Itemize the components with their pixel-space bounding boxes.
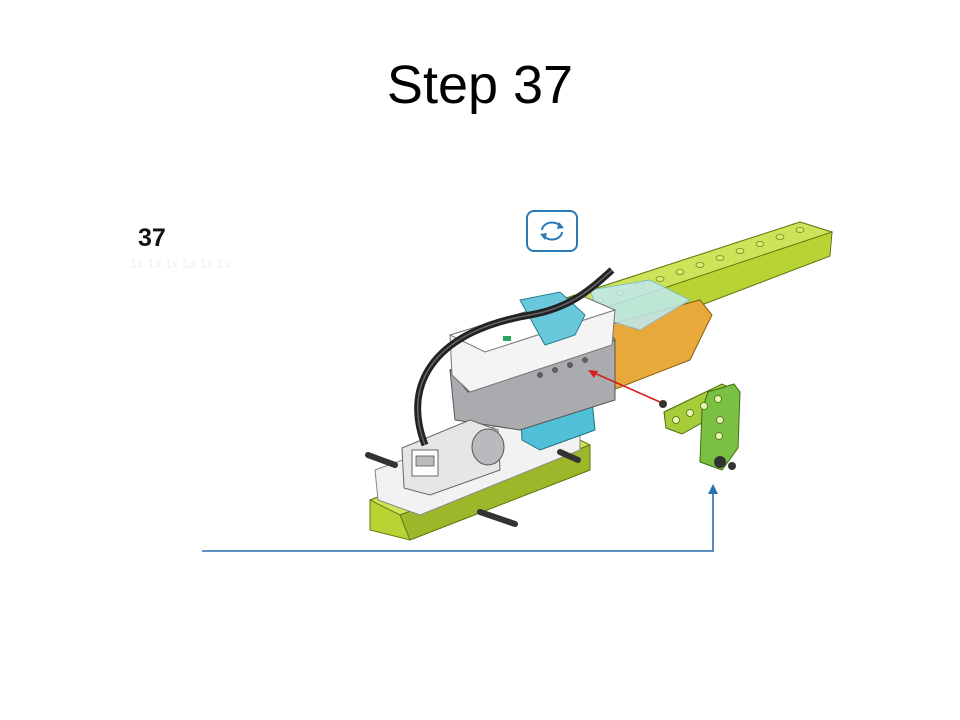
callout-arrow-blue	[202, 484, 718, 552]
small-motor	[401, 419, 505, 496]
slide-title: Step 37	[386, 55, 574, 115]
assembly-arrow-red	[588, 370, 661, 403]
parts-callout: 1x 1x 1x 1x 1x 1x	[130, 256, 231, 271]
green-l-beam-part	[659, 383, 741, 471]
rotate-arrows-icon	[540, 221, 564, 241]
step-number: 37	[138, 224, 166, 252]
axles	[365, 449, 581, 527]
rotate-button[interactable]	[526, 210, 578, 252]
